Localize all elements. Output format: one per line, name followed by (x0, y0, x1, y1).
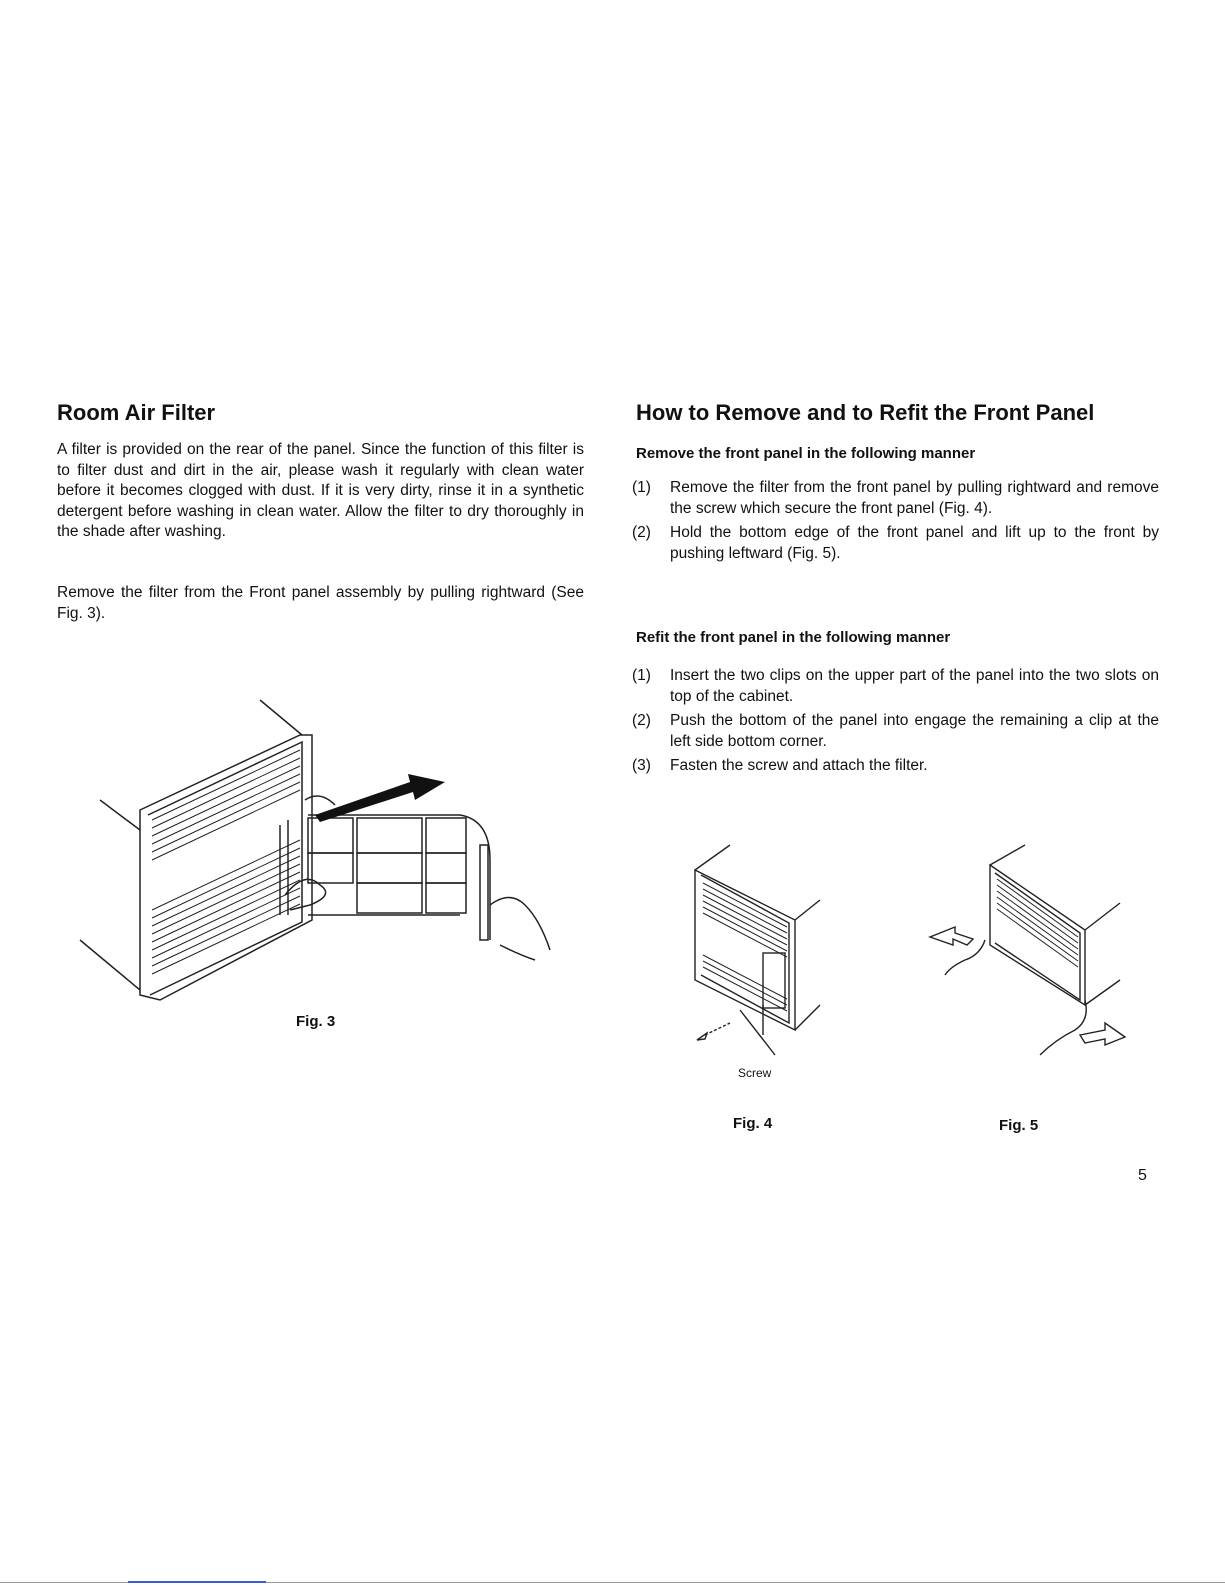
section-title-room-air-filter: Room Air Filter (57, 400, 216, 425)
list-item: (2)Hold the bottom edge of the front pan… (632, 524, 1159, 562)
fig3-label: Fig. 3 (296, 1013, 336, 1030)
bottom-rule (0, 1582, 1225, 1583)
fig5-label: Fig. 5 (999, 1117, 1039, 1134)
list-item: (3)Fasten the screw and attach the filte… (632, 757, 928, 774)
list-item: (2)Push the bottom of the panel into eng… (632, 712, 1159, 750)
remove-steps-list: (1)Remove the filter from the front pane… (632, 478, 1159, 568)
screw-label: Screw (738, 1066, 772, 1080)
filter-paragraph-1: A filter is provided on the rear of the … (57, 441, 584, 540)
page-number: 5 (1138, 1167, 1147, 1184)
fig4-label: Fig. 4 (733, 1115, 773, 1132)
fig4-illustration (694, 844, 821, 1056)
list-item: (1)Insert the two clips on the upper par… (632, 667, 1159, 705)
fig3-illustration (79, 699, 551, 1001)
refit-heading: Refit the front panel in the following m… (636, 629, 951, 646)
list-item: (1)Remove the filter from the front pane… (632, 479, 1159, 517)
section-title-front-panel: How to Remove and to Refit the Front Pan… (636, 400, 1095, 425)
filter-paragraph-2: Remove the filter from the Front panel a… (57, 584, 584, 622)
refit-steps-list: (1)Insert the two clips on the upper par… (632, 666, 1159, 781)
fig5-illustration (928, 844, 1127, 1056)
remove-heading: Remove the front panel in the following … (636, 445, 976, 462)
bottom-link-underline (128, 1581, 266, 1583)
